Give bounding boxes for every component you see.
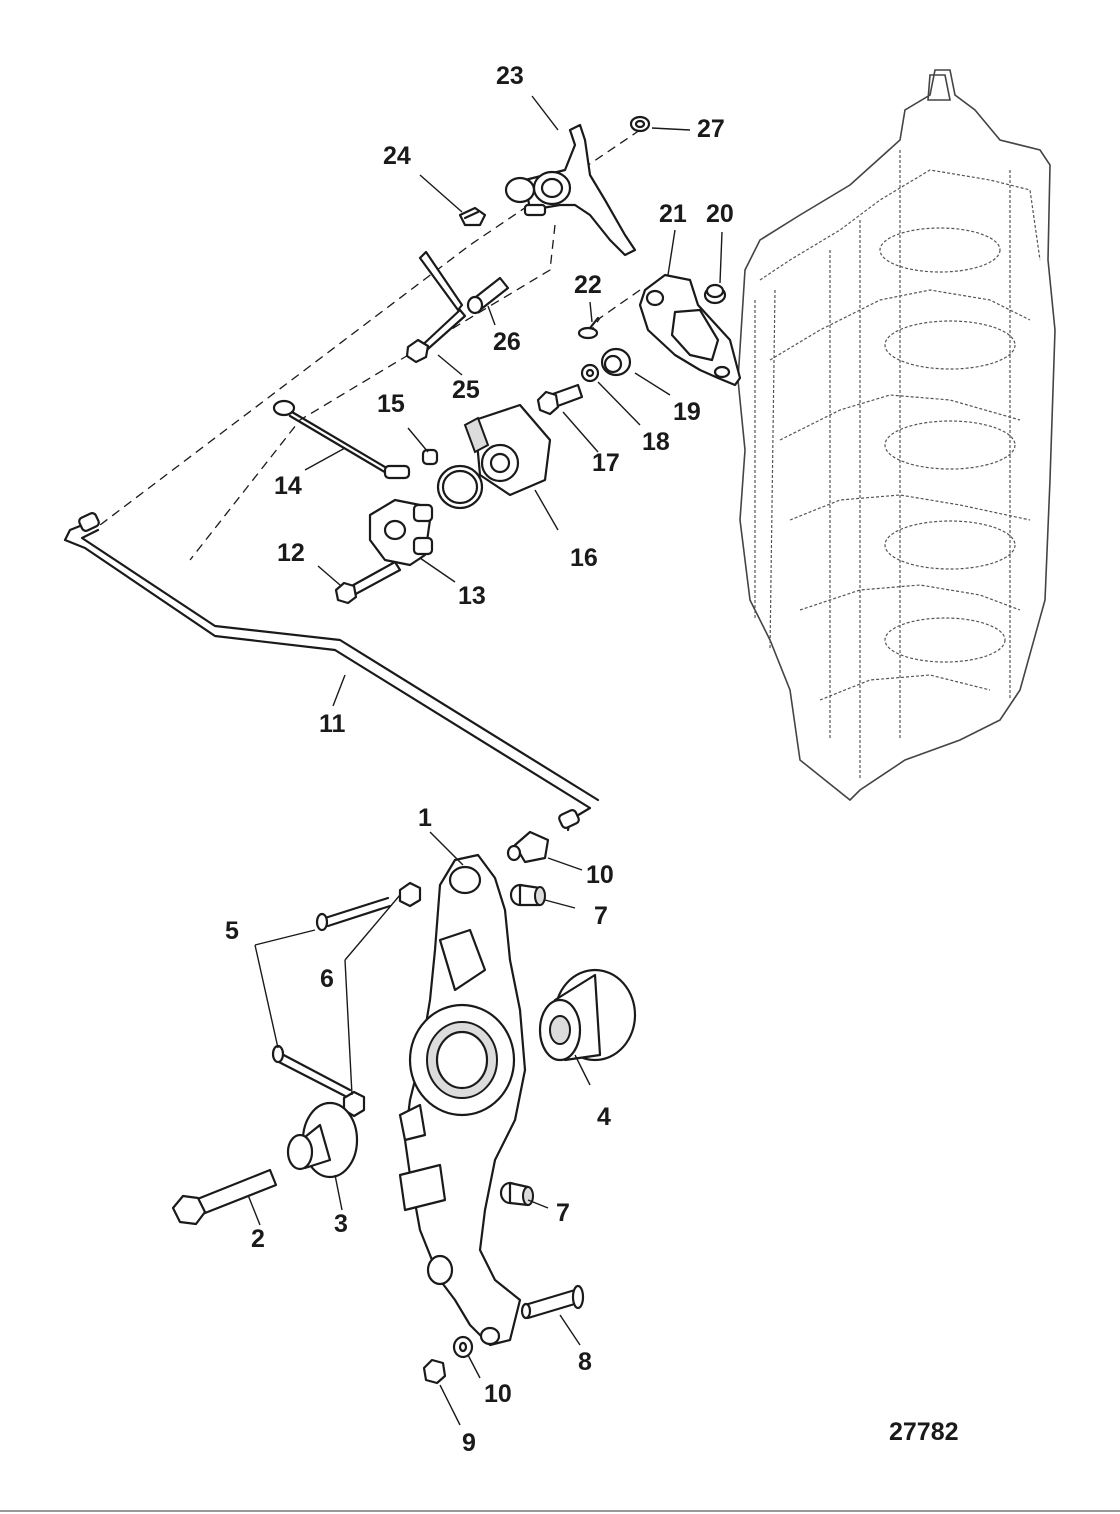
part-13-bolt [334,560,402,605]
part-7-spacer-lower [499,1181,534,1207]
callout-9: 9 [462,1429,476,1457]
part-25-clip [458,206,487,227]
callout-24: 23 [496,62,524,90]
callout-25: 24 [383,142,411,170]
part-20-bushing [600,347,632,377]
part-22-bracket [638,273,742,387]
part-16-ring [421,448,484,510]
part-1-lever-arm [398,853,527,1347]
callout-22: 21 [659,200,687,228]
callout-16: 15 [377,390,405,418]
callout-18: 17 [592,449,620,477]
part-8-pin [520,1284,585,1320]
callout-7-upper: 7 [594,902,608,930]
part-9-nut [422,1358,447,1385]
callout-8: 8 [578,1348,592,1376]
part-27-sleeve [466,276,510,315]
callout-13: 12 [277,539,305,567]
part-15-rod [272,399,411,480]
callout-17: 16 [570,544,598,572]
callout-20: 19 [673,398,701,426]
callout-3: 3 [334,1210,348,1238]
callout-28: 27 [697,115,725,143]
part-5-stud-upper [315,896,392,932]
engine-block-outline [737,69,1056,802]
part-19-washer [580,363,600,383]
callout-1: 1 [418,804,432,832]
part-26-bolt [405,250,467,364]
part-4-roller [538,968,637,1062]
part-11-connector [506,830,550,864]
callout-6: 6 [320,965,334,993]
callout-19: 18 [642,428,670,456]
part-28-washer [629,115,651,133]
callout-2: 2 [251,1225,265,1253]
callout-10: 10 [484,1380,512,1408]
part-3-pivot [286,1101,359,1179]
part-17-sensor [463,403,552,497]
part-6-nut-upper [398,881,422,908]
part-23-clip [577,316,600,340]
callout-7-lower: 7 [556,1199,570,1227]
callout-15: 14 [274,472,302,500]
callout-23: 22 [574,271,602,299]
part-14-plate [368,498,434,567]
leader-lines [247,95,723,1426]
callout-4: 4 [597,1103,611,1131]
callout-5: 5 [225,917,239,945]
part-5-stud-lower [271,1044,352,1098]
figure-number: 27782 [889,1418,959,1446]
part-24-throttle-lever [504,123,637,257]
callout-26: 25 [452,376,480,404]
callout-11: 10 [586,861,614,889]
part-12-link-rod [63,512,600,832]
callout-21: 20 [706,200,734,228]
callout-labels: 23 27 24 21 20 22 26 25 19 15 18 17 14 1… [225,62,959,1457]
part-18-screw [536,383,584,416]
part-7-spacer-upper [509,883,546,907]
callout-12: 11 [319,710,346,738]
part-21-screw [703,283,727,305]
part-10-washer [452,1335,474,1359]
callout-27: 26 [493,328,521,356]
part-2-bolt [171,1168,278,1226]
callout-14: 13 [458,582,486,610]
